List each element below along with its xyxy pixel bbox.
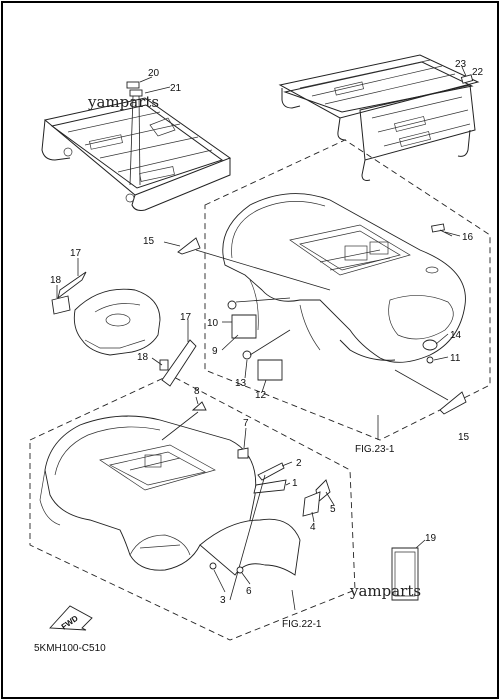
callout-11: 11: [450, 353, 461, 364]
rear-carrier: [278, 54, 480, 181]
callout-17-right: 17: [180, 312, 192, 323]
callout-15-bottom: 15: [458, 432, 470, 443]
watermark-top: yamparts: [87, 93, 159, 111]
callout-18-left: 18: [50, 275, 62, 286]
callout-10: 10: [207, 318, 219, 329]
callout-8: 8: [194, 386, 200, 397]
callout-23: 23: [455, 59, 467, 70]
fig-ref-23-1: FIG.23-1: [355, 444, 395, 455]
callout-2: 2: [296, 458, 302, 469]
callout-21: 21: [170, 83, 182, 94]
callout-leaders: [56, 66, 467, 611]
fwd-arrow-icon: [49, 605, 93, 631]
callout-18-right: 18: [137, 352, 149, 363]
callout-22: 22: [472, 67, 484, 78]
fig23-group-frame: [204, 139, 491, 441]
watermark-bottom: yamparts: [349, 582, 421, 600]
callout-9: 9: [212, 346, 218, 357]
small-parts: [49, 74, 474, 631]
rear-fender: [222, 193, 466, 363]
callout-14: 14: [450, 330, 462, 341]
callout-15-top: 15: [143, 236, 155, 247]
callout-20: 20: [148, 68, 160, 79]
diagram-code: 5KMH100-C510: [34, 643, 106, 654]
callout-4: 4: [310, 522, 316, 533]
callout-1: 1: [292, 478, 298, 489]
callout-7: 7: [243, 418, 249, 429]
front-carrier: [41, 97, 232, 211]
callout-3: 3: [220, 595, 226, 606]
callout-13: 13: [235, 378, 247, 389]
fig-ref-22-1: FIG.22-1: [282, 619, 322, 630]
front-fender: [39, 415, 301, 576]
callout-19: 19: [425, 533, 437, 544]
callout-12: 12: [255, 390, 267, 401]
callout-17-left: 17: [70, 248, 82, 259]
callout-6: 6: [246, 586, 252, 597]
callout-5: 5: [330, 504, 336, 515]
callout-16: 16: [462, 232, 474, 243]
tank-cover: [73, 288, 161, 356]
